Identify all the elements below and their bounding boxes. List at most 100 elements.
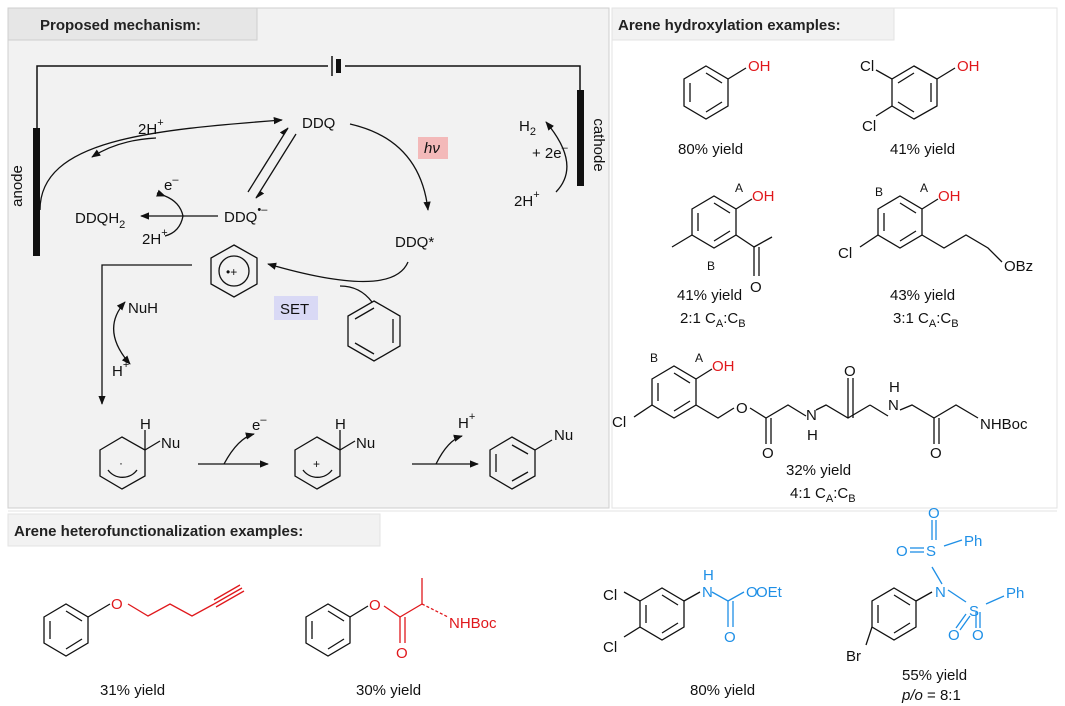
pep-ester-o: O [736, 400, 748, 417]
hap-label-a: A [735, 181, 743, 195]
hap-label-b: B [707, 259, 715, 273]
set-arrow [267, 261, 409, 283]
pep-carbonyl-o2: O [844, 363, 856, 380]
carb-n: N [702, 584, 713, 601]
cpe-ratio: 3:1 CA:CB [893, 310, 959, 330]
dcp-oh: OH [957, 58, 980, 75]
hap-ratio: 2:1 CA:CB [680, 310, 746, 330]
sulf-s1: S [926, 543, 936, 560]
cpe-obz: OBz [1004, 258, 1033, 275]
ddqh2-label: DDQH2 [75, 210, 125, 231]
proton-release-arrow [91, 137, 157, 158]
sigma-nu-1: Nu [161, 435, 180, 452]
ether-yield: 31% yield [100, 682, 165, 699]
anode-electrode [33, 128, 40, 256]
hap-yield: 41% yield [677, 287, 742, 304]
heterofunc-title: Arene heterofunctionalization examples: [14, 523, 303, 540]
sigma-h-1: H [140, 416, 151, 433]
cpe-yield: 43% yield [890, 287, 955, 304]
proton-step-label: H+ [458, 411, 475, 432]
cpe-label-a: A [920, 181, 928, 195]
alkynyl-ether-structure [43, 603, 111, 657]
phenol-structure [683, 65, 747, 120]
sulf-br: Br [846, 648, 861, 665]
carbamate-structure [623, 587, 701, 641]
sulf-ph2: Ph [1006, 585, 1024, 602]
cpe-label-b: B [875, 185, 883, 199]
anode-oxidation-arrow [39, 116, 283, 211]
sulf-o4: O [972, 627, 984, 644]
pep-oh: OH [712, 358, 735, 375]
carb-yield: 80% yield [690, 682, 755, 699]
hap-oh: OH [752, 188, 775, 205]
ddq-excited-label: DDQ* [395, 234, 434, 251]
cpe-cl: Cl [838, 245, 852, 262]
ala-ester-o: O [369, 597, 381, 614]
product-nu: Nu [554, 427, 573, 444]
hydroxyacetophenone-structure [671, 195, 773, 276]
svg-text:+: + [313, 457, 320, 471]
carb-h: H [703, 567, 714, 584]
cathode-electrode [577, 90, 584, 186]
pep-label-b: B [650, 351, 658, 365]
pep-h2: H [889, 379, 900, 396]
hv-badge [418, 137, 448, 159]
nuh-label: NuH [128, 300, 158, 317]
phenol-yield: 80% yield [678, 141, 743, 158]
pep-yield: 32% yield [786, 462, 851, 479]
pep-n2: N [888, 397, 899, 414]
two-proton-mid: 2H+ [142, 227, 168, 248]
hv-label: hν [424, 140, 440, 157]
carb-oet: OEt [756, 584, 783, 601]
sulf-s2: S [969, 603, 979, 620]
radical-cation-symbol: •+ [226, 265, 237, 279]
svg-text:·: · [119, 456, 123, 470]
nuh-arc [112, 301, 131, 365]
equilibrium-arrow-forward [255, 133, 297, 199]
ddq-radical-anion: DDQ•– [224, 204, 268, 226]
ala-nhboc: NHBoc [449, 615, 497, 632]
two-electron-label: + 2e– [532, 142, 569, 162]
pep-ratio: 4:1 CA:CB [790, 485, 856, 505]
pep-n1: N [806, 407, 817, 424]
sigma-nu-2: Nu [356, 435, 375, 452]
sulfonimide-structure [865, 587, 933, 646]
dcp-cl2: Cl [862, 118, 876, 135]
substituted-arene-product [489, 436, 553, 490]
sigma-h-2: H [335, 416, 346, 433]
carb-cl1: Cl [603, 587, 617, 604]
two-proton-top: 2H+ [138, 117, 164, 138]
sulf-ratio: p/o = 8:1 [901, 687, 961, 704]
electron-label: e– [164, 174, 179, 194]
radical-sigma-complex [99, 430, 161, 490]
h2-label: H2 [519, 118, 536, 138]
battery-icon [336, 59, 341, 73]
mechanism-panel: Proposed mechanism: anode cathode H2 + 2… [7, 7, 610, 509]
ala-yield: 30% yield [356, 682, 421, 699]
radical-cation-benzene [210, 244, 258, 298]
photoexcitation-arrow [349, 123, 431, 211]
pep-cl: Cl [612, 414, 626, 431]
pep-carbonyl-o1: O [762, 445, 774, 462]
carb-cl2: Cl [603, 639, 617, 656]
pep-h1: H [807, 427, 818, 444]
circuit-wire [36, 56, 581, 130]
cathode-reduction-arrow [545, 121, 568, 193]
pep-carbonyl-o3: O [930, 445, 942, 462]
proton-label: H+ [112, 359, 129, 380]
boc-alanine-ester-structure [305, 603, 369, 657]
mechanism-title: Proposed mechanism: [40, 17, 201, 34]
two-proton-cathode: 2H+ [514, 189, 540, 210]
sulf-o1: O [896, 543, 908, 560]
sulf-o3: O [948, 627, 960, 644]
sulf-yield: 55% yield [902, 667, 967, 684]
pep-nhboc: NHBoc [980, 416, 1028, 433]
electron-proton-arc [164, 195, 184, 237]
phenol-oh: OH [748, 58, 771, 75]
set-label: SET [280, 301, 309, 318]
sulf-n: N [935, 584, 946, 601]
set-badge [274, 296, 318, 320]
hydroxylation-panel: Arene hydroxylation examples: OH 80% yie… [611, 7, 1058, 509]
sulf-o2: O [928, 505, 940, 522]
